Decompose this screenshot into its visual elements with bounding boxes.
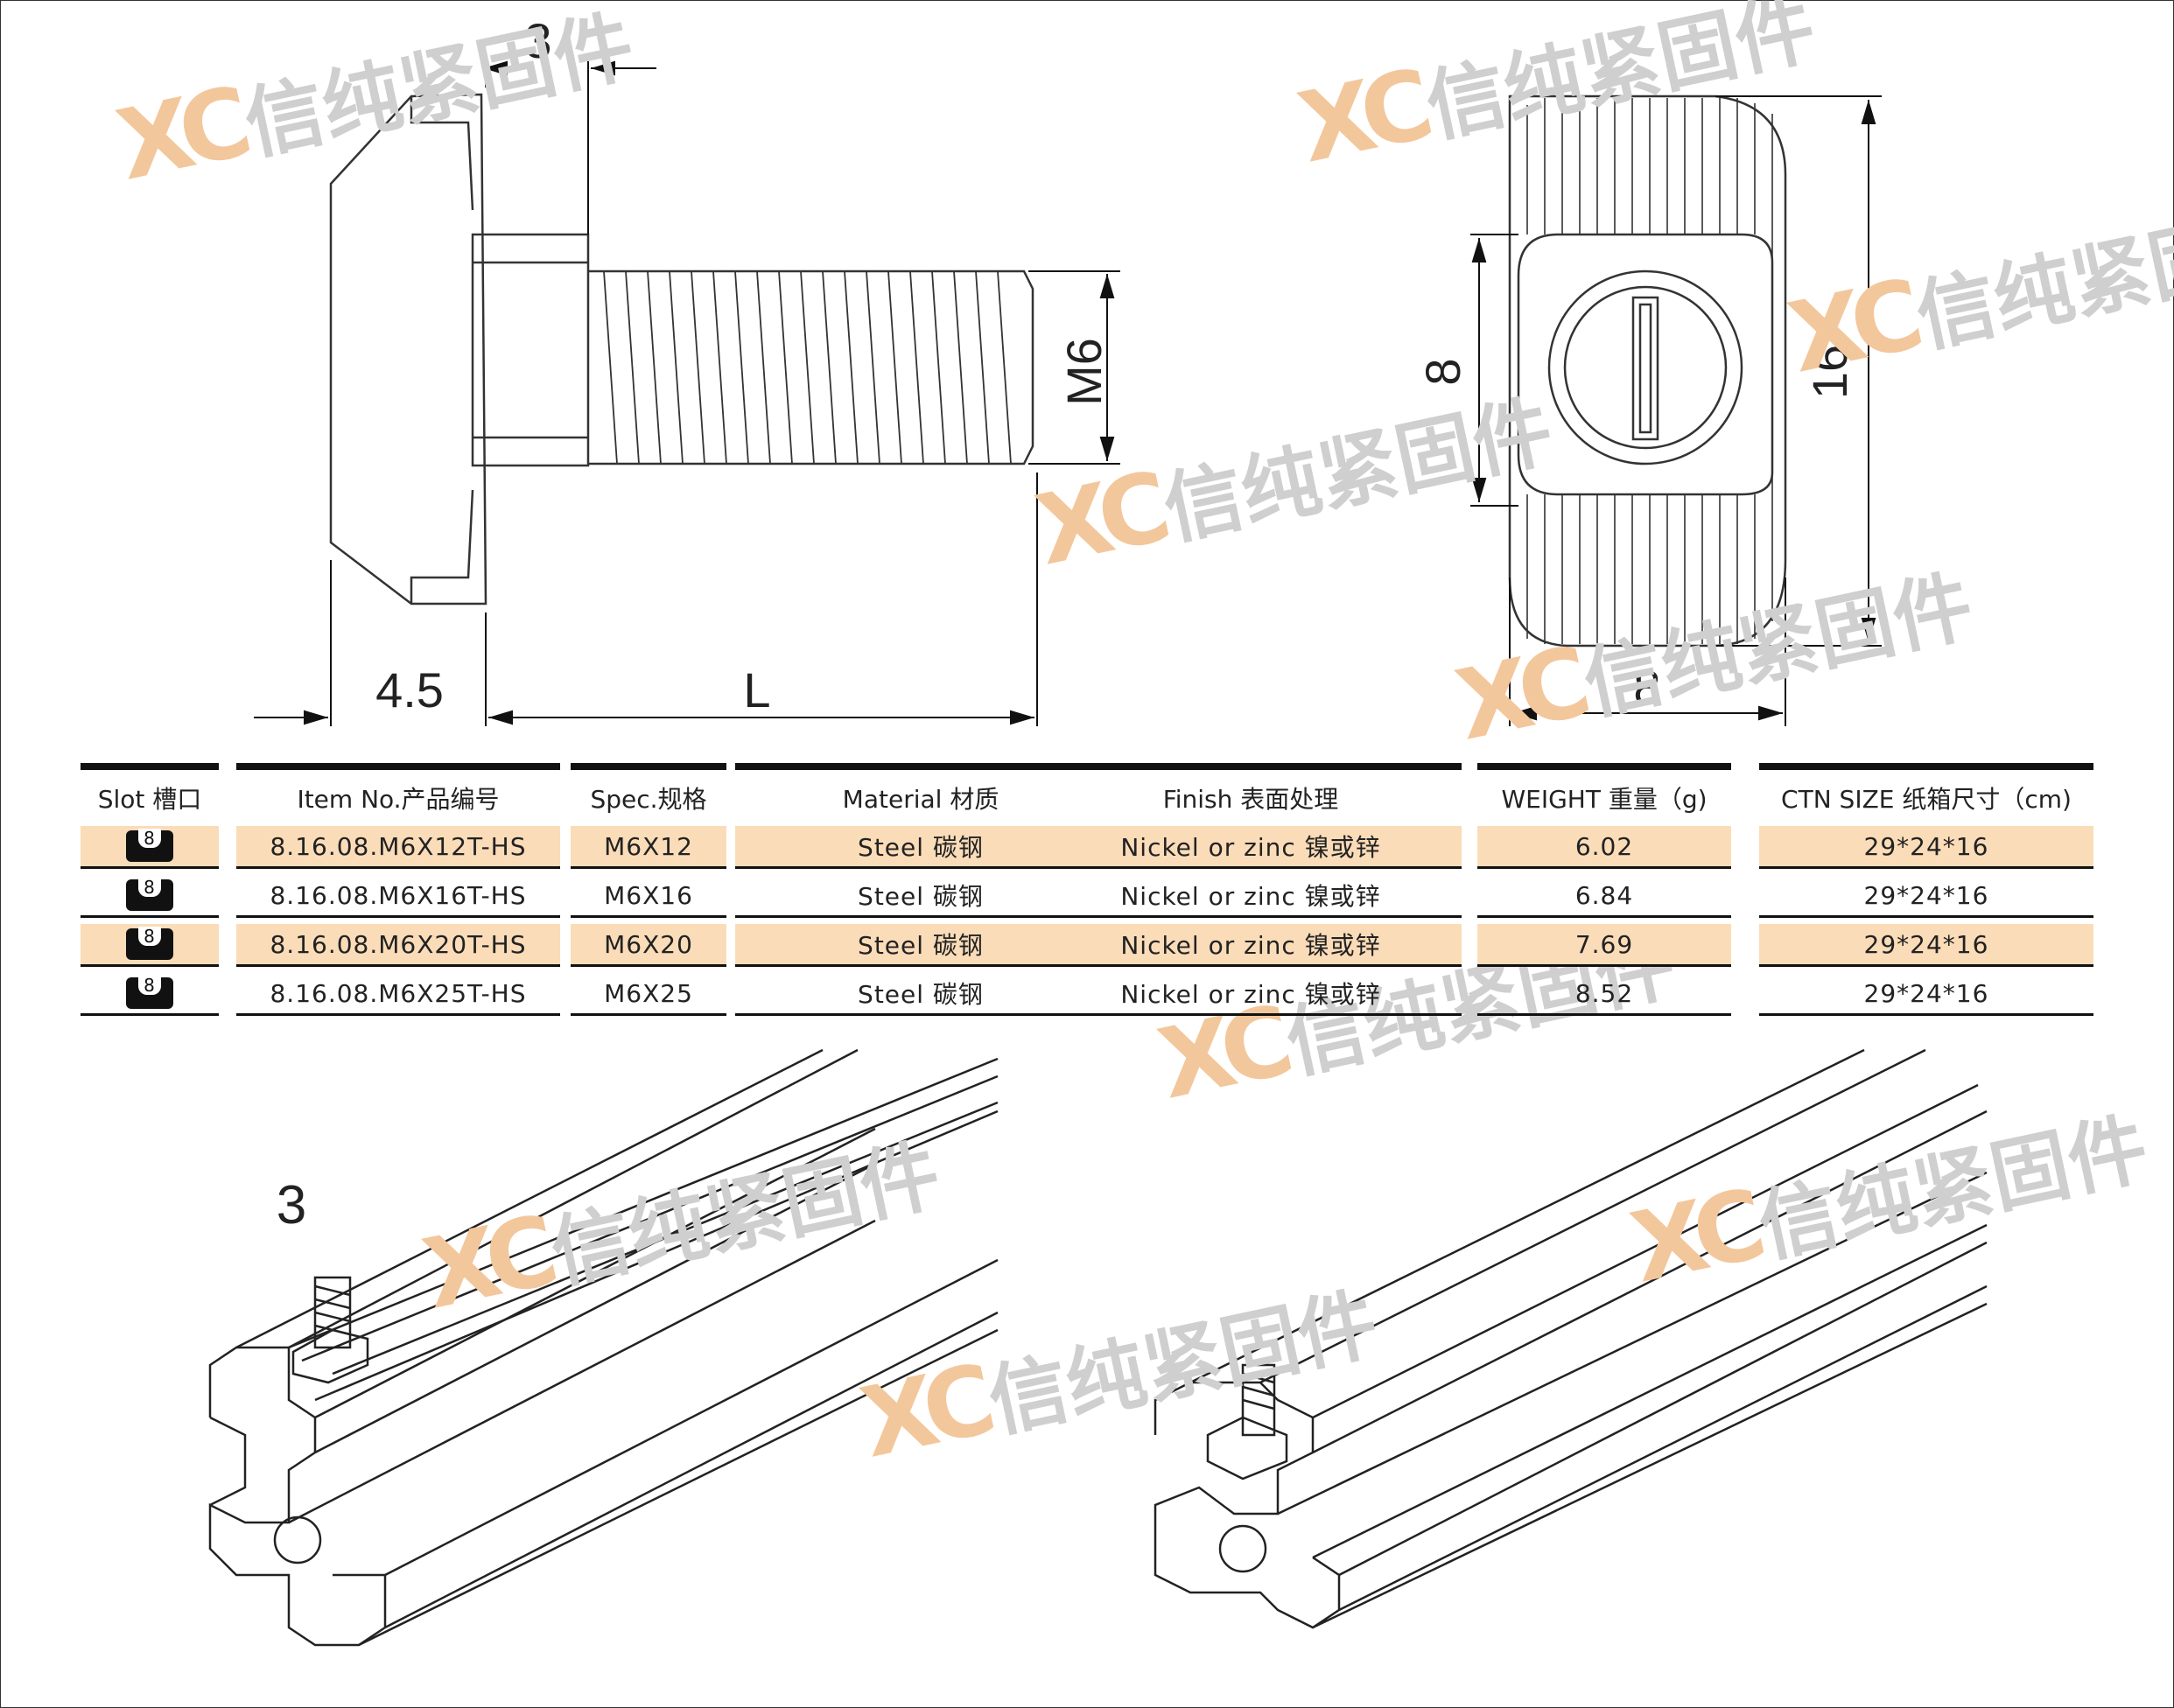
cell-ctn-size: 29*24*16 <box>1759 875 2093 918</box>
dim-head-label: 3 <box>524 13 551 68</box>
cell-slot <box>81 826 219 869</box>
slot-profile-icon <box>126 829 173 862</box>
cell-material: Steel 碳钢 <box>735 973 1106 1016</box>
cell-finish: Nickel or zinc 镍或锌 <box>1040 826 1462 869</box>
cell-finish: Nickel or zinc 镍或锌 <box>1040 973 1462 1016</box>
dim-height-label: 16 <box>1802 345 1857 399</box>
cell-finish: Nickel or zinc 镍或锌 <box>1040 875 1462 918</box>
cell-slot <box>81 875 219 918</box>
col-header-spec: Spec.规格 <box>571 763 726 826</box>
cell-ctn-size: 29*24*16 <box>1759 826 2093 869</box>
cell-slot <box>81 924 219 967</box>
cell-item-no: 8.16.08.M6X20T-HS <box>236 924 560 967</box>
cell-spec: M6X16 <box>571 875 726 918</box>
cell-material: Steel 碳钢 <box>735 875 1106 918</box>
cell-spec: M6X25 <box>571 973 726 1016</box>
cell-item-no: 8.16.08.M6X25T-HS <box>236 973 560 1016</box>
dim-length-label: L <box>743 662 770 718</box>
slot-profile-icon <box>126 976 173 1009</box>
cell-slot <box>81 973 219 1016</box>
dim-base-label: 4.5 <box>375 662 444 718</box>
cell-weight: 6.02 <box>1477 826 1731 869</box>
cell-weight: 6.84 <box>1477 875 1731 918</box>
col-header-item: Item No.产品编号 <box>236 763 560 826</box>
side-view-bolt <box>329 93 1034 606</box>
assembly-label: 3 <box>277 1175 306 1236</box>
col-header-slot: Slot 槽口 <box>81 763 219 826</box>
dim-thread-label: M6 <box>1056 338 1112 406</box>
cell-finish: Nickel or zinc 镍或锌 <box>1040 924 1462 967</box>
cell-weight: 7.69 <box>1477 924 1731 967</box>
slot-profile-icon <box>126 927 173 960</box>
col-header-ctn: CTN SIZE 纸箱尺寸（cm) <box>1759 763 2093 826</box>
col-header-material: Material 材质 <box>735 763 1106 826</box>
col-header-weight: WEIGHT 重量（g) <box>1477 763 1731 826</box>
cell-item-no: 8.16.08.M6X16T-HS <box>236 875 560 918</box>
cell-item-no: 8.16.08.M6X12T-HS <box>236 826 560 869</box>
assembly-left <box>208 1048 999 1647</box>
assembly-right <box>1154 1048 1988 1629</box>
cell-spec: M6X20 <box>571 924 726 967</box>
cell-ctn-size: 29*24*16 <box>1759 924 2093 967</box>
slot-profile-icon <box>126 878 173 911</box>
dim-slot-width-label: 8 <box>1415 358 1470 385</box>
dim-bottom-label: 8 <box>1633 660 1660 715</box>
col-header-finish: Finish 表面处理 <box>1040 763 1462 826</box>
cell-weight: 8.52 <box>1477 973 1731 1016</box>
front-view-nut <box>1508 94 1787 648</box>
cell-ctn-size: 29*24*16 <box>1759 973 2093 1016</box>
cell-spec: M6X12 <box>571 826 726 869</box>
